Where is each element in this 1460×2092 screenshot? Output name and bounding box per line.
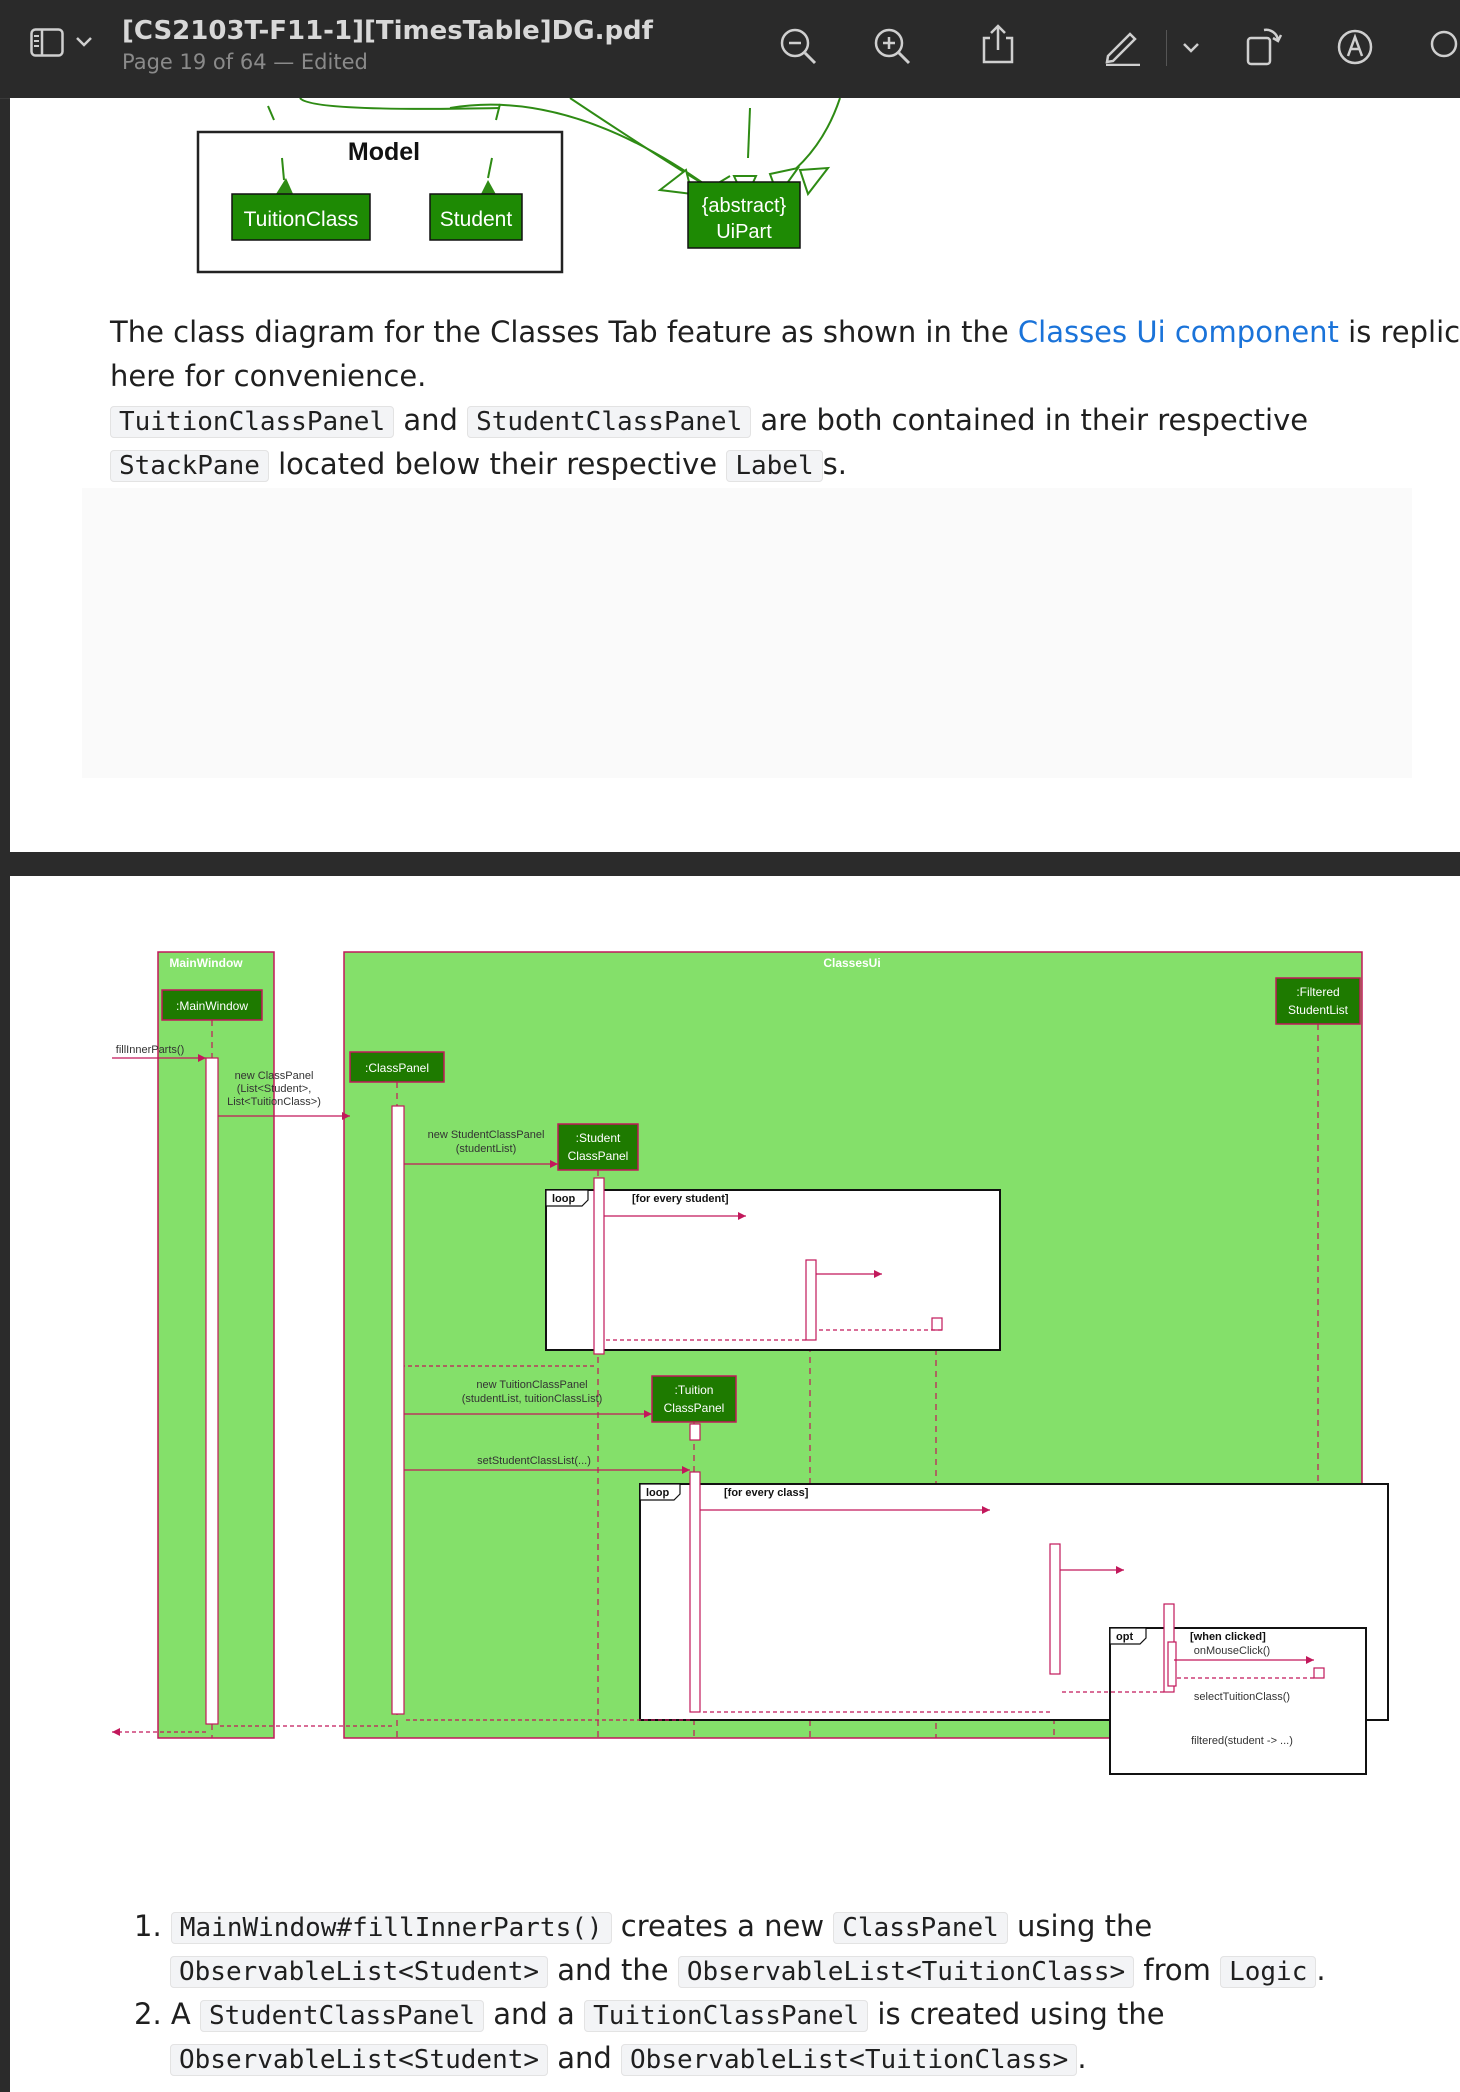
list-text: and	[548, 2041, 622, 2075]
paragraph-1: The class diagram for the Classes Tab fe…	[110, 310, 1460, 354]
message-setstudentclasslist: setStudentClassList(...)	[477, 1455, 591, 1467]
fragment-guard: [for every class]	[724, 1487, 809, 1499]
diagram-class-tuitionclass: TuitionClass	[244, 208, 359, 231]
fragment-guard: [for every student]	[632, 1193, 729, 1205]
participant-studentclasspanel-2: ClassPanel	[568, 1149, 629, 1163]
frame-label-mainwindow: MainWindow	[169, 956, 243, 970]
search-icon[interactable]	[1428, 28, 1460, 70]
code-span: ObservableList<Student>	[170, 2044, 549, 2076]
zoom-in-icon[interactable]	[872, 26, 912, 70]
paragraph-text: are both contained in their respective	[751, 403, 1309, 437]
participant-tuitionclasspanel: :Tuition	[675, 1383, 714, 1397]
list-text: and a	[484, 1997, 585, 2031]
diagram-class-student: Student	[440, 208, 513, 231]
list-number: 1.	[134, 1909, 162, 1943]
markup-icon[interactable]	[1336, 28, 1374, 70]
message-selecttuitionclass: selectTuitionClass()	[1194, 1691, 1290, 1703]
list-item-2: 2. A StudentClassPanel and a TuitionClas…	[134, 1992, 1165, 2038]
paragraph-text: located below their respective	[268, 447, 727, 481]
list-item-1-cont: ObservableList<Student> and the Observab…	[170, 1948, 1326, 1994]
participant-classpanel: :ClassPanel	[365, 1061, 429, 1075]
code-span: ObservableList<TuitionClass>	[677, 1956, 1135, 1988]
list-text: is created using the	[868, 1997, 1165, 2031]
toolbar: [CS2103T-F11-1][TimesTable]DG.pdf Page 1…	[0, 0, 1460, 99]
diagram-abstract-stereotype: {abstract}	[702, 195, 787, 217]
pen-icon[interactable]	[1102, 26, 1142, 70]
list-item-1: 1. MainWindow#fillInnerParts() creates a…	[134, 1904, 1152, 1950]
list-number: 2.	[134, 1997, 162, 2031]
share-icon[interactable]	[980, 22, 1016, 70]
paragraph-1-cont: here for convenience.	[110, 359, 427, 393]
list-text: and the	[548, 1953, 678, 1987]
figure-placeholder	[82, 488, 1412, 778]
sidebar-icon[interactable]	[30, 28, 64, 62]
list-item-2-cont: ObservableList<Student> and ObservableLi…	[170, 2036, 1087, 2082]
diagram-class-uipart: UiPart	[716, 221, 772, 243]
paragraph-text: The class diagram for the Classes Tab fe…	[110, 315, 1018, 349]
paragraph-text: s.	[822, 447, 847, 481]
code-span: StudentClassPanel	[199, 2000, 485, 2032]
pdf-page-20: MainWindow ClassesUi :MainWindow :ClassP…	[10, 876, 1460, 2092]
list-text: .	[1077, 2041, 1087, 2075]
pdf-page-19: Model TuitionClass Student {abstract} Ui…	[10, 98, 1460, 852]
message-fillinnerparts: fillInnerParts()	[116, 1044, 184, 1056]
paragraph-text: is replicated	[1348, 315, 1460, 349]
code-span: ObservableList<TuitionClass>	[621, 2044, 1078, 2076]
participant-studentclasspanel: :Student	[576, 1131, 621, 1145]
rotate-icon[interactable]	[1244, 24, 1284, 70]
frame-label-classesui: ClassesUi	[823, 956, 880, 970]
paragraph-2: TuitionClassPanel and StudentClassPanel …	[110, 398, 1308, 444]
sequence-diagram: MainWindow ClassesUi :MainWindow :ClassP…	[112, 951, 1389, 1775]
message-new-studentclasspanel: new StudentClassPanel	[428, 1129, 545, 1141]
zoom-out-icon[interactable]	[778, 26, 818, 70]
message-new-tuitionclasspanel: new TuitionClassPanel	[476, 1379, 587, 1391]
message-new-tuitionclasspanel-2: (studentList, tuitionClassList)	[462, 1393, 603, 1405]
code-span: ObservableList<Student>	[170, 1956, 549, 1988]
code-span: ClassPanel	[833, 1912, 1008, 1944]
list-text: using the	[1007, 1909, 1153, 1943]
page-status: Page 19 of 64 — Edited	[122, 50, 368, 74]
chevron-down-icon[interactable]	[75, 34, 93, 53]
participant-filteredstudentlist: :Filtered	[1296, 985, 1339, 999]
diagram-package-label: Model	[348, 138, 420, 166]
code-span: Logic	[1220, 1956, 1317, 1988]
divider	[1166, 30, 1167, 66]
message-new-classpanel: new ClassPanel	[235, 1070, 314, 1082]
code-span: TuitionClassPanel	[110, 406, 395, 438]
code-span: StackPane	[110, 450, 269, 482]
code-span: TuitionClassPanel	[584, 2000, 869, 2032]
message-new-classpanel-2: (List<Student>,	[237, 1083, 312, 1095]
participant-filteredstudentlist-2: StudentList	[1288, 1003, 1349, 1017]
participant-tuitionclasspanel-2: ClassPanel	[664, 1401, 725, 1415]
fragment-operator: loop	[552, 1193, 575, 1205]
chevron-down-icon[interactable]	[1182, 40, 1200, 59]
code-span: Label	[726, 450, 823, 482]
paragraph-3: StackPane located below their respective…	[110, 442, 847, 488]
code-span: StudentClassPanel	[467, 406, 752, 438]
message-new-studentclasspanel-2: (studentList)	[456, 1143, 517, 1155]
message-filtered: filtered(student -> ...)	[1191, 1735, 1293, 1747]
list-text: .	[1316, 1953, 1326, 1987]
list-text: from	[1134, 1953, 1221, 1987]
document-title: [CS2103T-F11-1][TimesTable]DG.pdf	[122, 16, 653, 46]
fragment-guard: [when clicked]	[1190, 1631, 1266, 1643]
classes-ui-component-link[interactable]: Classes Ui component	[1017, 315, 1339, 349]
message-onmouseclick: onMouseClick()	[1194, 1645, 1270, 1657]
fragment-operator: opt	[1116, 1631, 1133, 1643]
paragraph-text: and	[394, 403, 468, 437]
code-span: MainWindow#fillInnerParts()	[170, 1912, 612, 1944]
message-new-classpanel-3: List<TuitionClass>)	[227, 1096, 321, 1108]
list-text: A	[170, 1997, 200, 2031]
fragment-operator: loop	[646, 1487, 669, 1499]
list-text: creates a new	[611, 1909, 834, 1943]
class-diagram: Model TuitionClass Student {abstract} Ui…	[196, 98, 841, 274]
participant-mainwindow: :MainWindow	[176, 999, 248, 1013]
